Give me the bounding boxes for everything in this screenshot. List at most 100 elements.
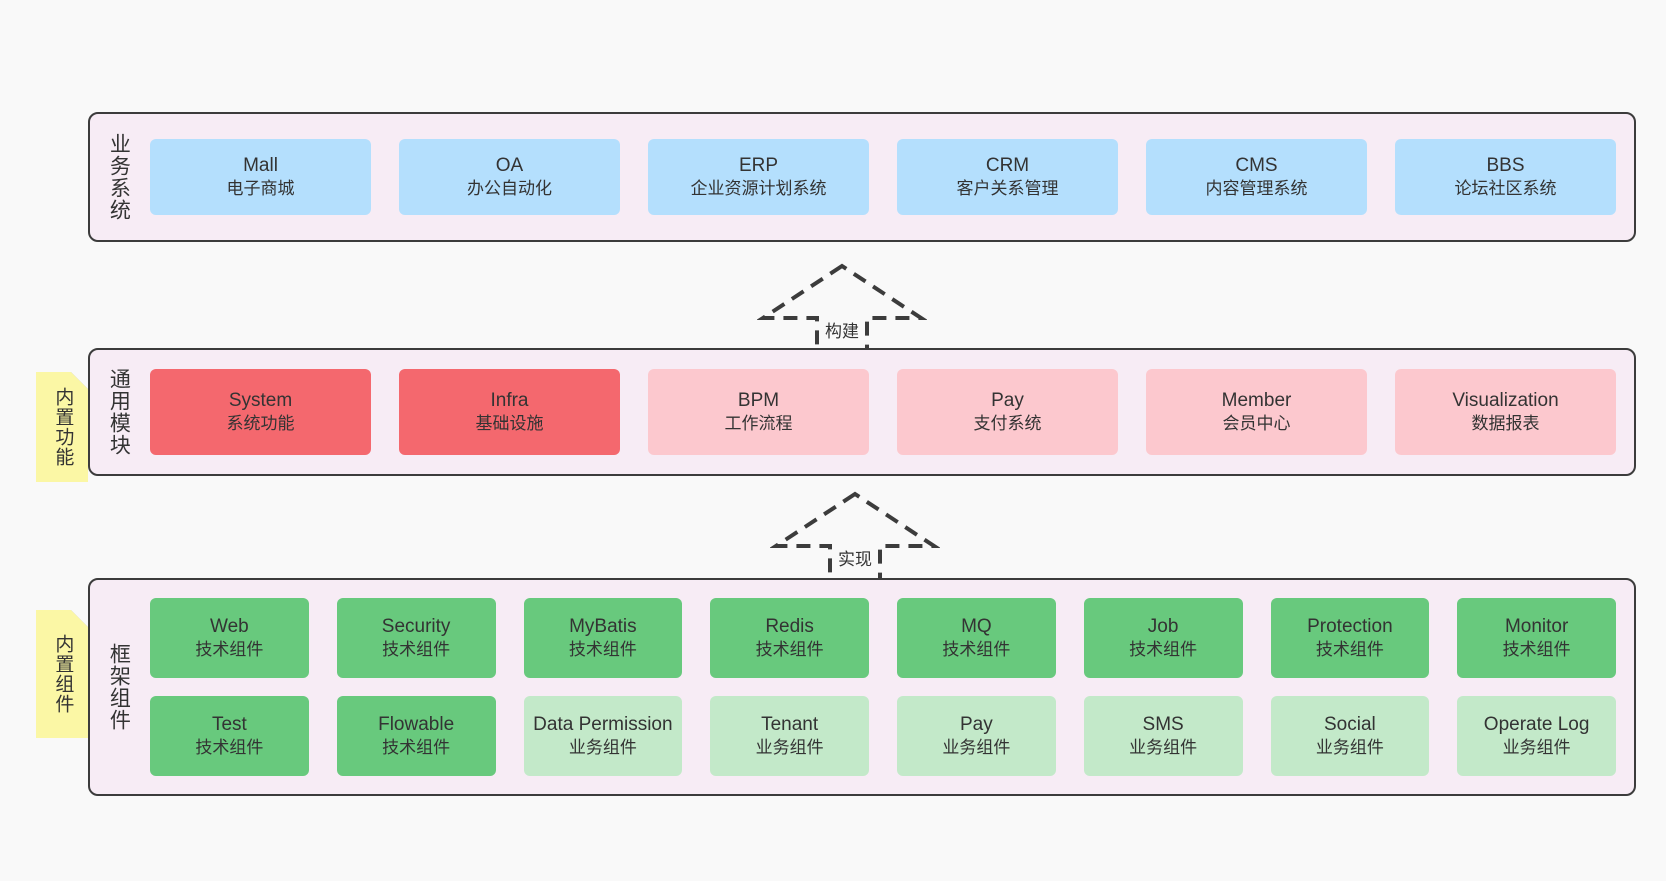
- card-protection-desc: 技术组件: [1315, 640, 1384, 660]
- layer-framework-components-body: Web 技术组件 Security 技术组件 MyBatis 技术组件 Redi…: [146, 580, 1634, 794]
- card-social[interactable]: Social 业务组件: [1270, 696, 1430, 776]
- card-redis-name: Redis: [765, 615, 814, 637]
- framework-biz-row: Test 技术组件 Flowable 技术组件 Data Permission …: [150, 696, 1616, 776]
- card-operate-log-desc: 业务组件: [1502, 738, 1571, 758]
- card-mq[interactable]: MQ 技术组件: [897, 598, 1056, 678]
- card-bbs[interactable]: BBS 论坛社区系统: [1395, 139, 1616, 215]
- card-web-desc: 技术组件: [195, 640, 264, 660]
- card-pay-module[interactable]: Pay 支付系统: [897, 369, 1118, 455]
- card-pay-component[interactable]: Pay 业务组件: [897, 696, 1056, 776]
- card-job[interactable]: Job 技术组件: [1083, 598, 1243, 678]
- card-test-name: Test: [211, 713, 247, 735]
- card-bbs-name: BBS: [1486, 154, 1525, 176]
- card-system[interactable]: System 系统功能: [150, 369, 371, 455]
- card-protection-name: Protection: [1307, 615, 1393, 637]
- card-oa[interactable]: OA 办公自动化: [399, 139, 620, 215]
- card-data-permission-name: Data Permission: [533, 713, 673, 735]
- card-tenant[interactable]: Tenant 业务组件: [710, 696, 869, 776]
- card-operate-log[interactable]: Operate Log 业务组件: [1457, 696, 1616, 776]
- card-pay-module-name: Pay: [991, 389, 1024, 411]
- card-pay-component-name: Pay: [960, 713, 993, 735]
- card-crm-name: CRM: [985, 154, 1030, 176]
- card-mq-name: MQ: [961, 615, 992, 637]
- connector-realize-label: 实现: [838, 550, 872, 569]
- layer-business-systems-title: 业务系统: [107, 133, 131, 221]
- layer-framework-components-title: 框架组件: [107, 643, 131, 731]
- layer-common-modules-body: System 系统功能 Infra 基础设施 BPM 工作流程 Pay 支付系统…: [146, 350, 1634, 474]
- card-mall-desc: 电子商城: [226, 179, 295, 199]
- layer-framework-components: 框架组件 Web 技术组件 Security 技术组件 MyBatis 技术组件…: [88, 578, 1636, 796]
- card-sms[interactable]: SMS 业务组件: [1083, 696, 1243, 776]
- card-pay-module-desc: 支付系统: [973, 414, 1042, 434]
- card-erp-name: ERP: [738, 154, 779, 176]
- connector-realize-arrow: 实现: [770, 488, 940, 588]
- card-member[interactable]: Member 会员中心: [1146, 369, 1367, 455]
- note-builtin-functions: 内置功能: [36, 372, 88, 482]
- card-job-desc: 技术组件: [1129, 640, 1198, 660]
- card-erp-desc: 企业资源计划系统: [690, 179, 827, 199]
- card-mall-name: Mall: [243, 154, 278, 176]
- card-pay-component-desc: 业务组件: [942, 738, 1011, 758]
- card-mybatis-name: MyBatis: [569, 615, 637, 637]
- card-sms-desc: 业务组件: [1129, 738, 1198, 758]
- card-bpm-desc: 工作流程: [724, 414, 793, 434]
- connector-build-arrow: 构建: [757, 260, 927, 360]
- card-crm[interactable]: CRM 客户关系管理: [897, 139, 1118, 215]
- card-tenant-desc: 业务组件: [755, 738, 824, 758]
- card-visualization[interactable]: Visualization 数据报表: [1395, 369, 1616, 455]
- card-mybatis-desc: 技术组件: [568, 640, 637, 660]
- card-mq-desc: 技术组件: [942, 640, 1011, 660]
- card-monitor-name: Monitor: [1504, 615, 1569, 637]
- card-social-desc: 业务组件: [1315, 738, 1384, 758]
- card-sms-name: SMS: [1142, 713, 1184, 735]
- card-redis[interactable]: Redis 技术组件: [710, 598, 869, 678]
- card-web-name: Web: [210, 615, 249, 637]
- card-oa-name: OA: [495, 154, 524, 176]
- card-visualization-desc: 数据报表: [1471, 414, 1540, 434]
- card-tenant-name: Tenant: [761, 713, 819, 735]
- card-erp[interactable]: ERP 企业资源计划系统: [648, 139, 869, 215]
- card-bpm[interactable]: BPM 工作流程: [648, 369, 869, 455]
- card-security[interactable]: Security 技术组件: [336, 598, 496, 678]
- card-infra[interactable]: Infra 基础设施: [399, 369, 620, 455]
- layer-common-modules: 通用模块 System 系统功能 Infra 基础设施 BPM 工作流程 Pay…: [88, 348, 1636, 476]
- card-member-name: Member: [1221, 389, 1292, 411]
- connector-build-label: 构建: [825, 322, 859, 341]
- card-flowable-desc: 技术组件: [382, 738, 451, 758]
- card-bpm-name: BPM: [737, 389, 780, 411]
- business-systems-row: Mall 电子商城 OA 办公自动化 ERP 企业资源计划系统 CRM 客户关系…: [150, 139, 1616, 215]
- card-member-desc: 会员中心: [1222, 414, 1291, 434]
- note-builtin-functions-label: 内置功能: [52, 387, 74, 467]
- card-cms[interactable]: CMS 内容管理系统: [1146, 139, 1367, 215]
- card-monitor[interactable]: Monitor 技术组件: [1457, 598, 1616, 678]
- card-visualization-name: Visualization: [1452, 389, 1559, 411]
- card-cms-name: CMS: [1235, 154, 1278, 176]
- note-builtin-components-label: 内置组件: [52, 634, 74, 714]
- card-crm-desc: 客户关系管理: [956, 179, 1059, 199]
- card-monitor-desc: 技术组件: [1502, 640, 1571, 660]
- note-builtin-components: 内置组件: [36, 610, 88, 738]
- card-social-name: Social: [1324, 713, 1376, 735]
- card-bbs-desc: 论坛社区系统: [1454, 179, 1557, 199]
- card-mall[interactable]: Mall 电子商城: [150, 139, 371, 215]
- card-data-permission[interactable]: Data Permission 业务组件: [523, 696, 683, 776]
- card-operate-log-name: Operate Log: [1483, 713, 1590, 735]
- card-security-name: Security: [381, 615, 451, 637]
- card-infra-name: Infra: [490, 389, 529, 411]
- card-protection[interactable]: Protection 技术组件: [1270, 598, 1430, 678]
- framework-tech-row: Web 技术组件 Security 技术组件 MyBatis 技术组件 Redi…: [150, 598, 1616, 678]
- card-flowable[interactable]: Flowable 技术组件: [336, 696, 496, 776]
- card-system-name: System: [228, 389, 293, 411]
- card-mybatis[interactable]: MyBatis 技术组件: [523, 598, 683, 678]
- card-web[interactable]: Web 技术组件: [150, 598, 309, 678]
- card-test[interactable]: Test 技术组件: [150, 696, 309, 776]
- card-infra-desc: 基础设施: [475, 414, 544, 434]
- card-job-name: Job: [1147, 615, 1179, 637]
- card-flowable-name: Flowable: [378, 713, 455, 735]
- card-data-permission-desc: 业务组件: [568, 738, 637, 758]
- card-oa-desc: 办公自动化: [467, 179, 552, 199]
- card-security-desc: 技术组件: [382, 640, 451, 660]
- card-system-desc: 系统功能: [226, 414, 295, 434]
- card-redis-desc: 技术组件: [755, 640, 824, 660]
